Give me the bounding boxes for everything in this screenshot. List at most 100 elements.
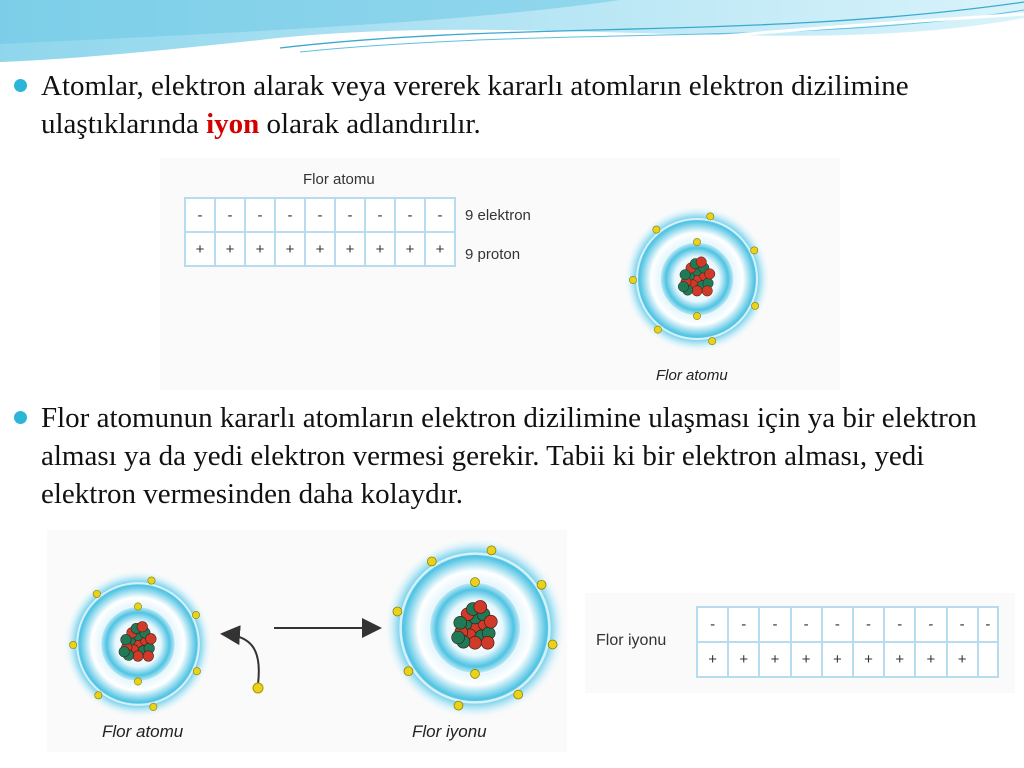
electron-cell: - <box>304 197 336 233</box>
outer-shell-ring <box>399 552 551 704</box>
header-wave-decoration <box>0 0 1024 62</box>
proton-cell: + <box>334 231 366 267</box>
electron-particle <box>192 611 200 619</box>
neutron-particle <box>453 615 468 630</box>
electron-cell: - <box>244 197 276 233</box>
table-title: Flor atomu <box>303 171 375 188</box>
charge-table-fluorine-ion: ---------- +++++++++ <box>695 606 1000 678</box>
outer-shell-ring <box>636 218 758 340</box>
electron-row: ---------- <box>695 606 1000 643</box>
ion-table-label: Flor iyonu <box>596 632 667 649</box>
proton-cell: + <box>758 641 792 678</box>
highlight-iyon: iyon <box>206 108 260 140</box>
neutron-particle <box>120 634 132 646</box>
electron-particle <box>653 325 662 334</box>
bullet1-text-end: olarak adlandırılır. <box>259 108 481 140</box>
electron-particle <box>750 246 759 255</box>
proton-particle <box>468 635 482 650</box>
neutron-particle <box>679 269 691 281</box>
proton-particle <box>704 268 716 280</box>
electron-particle <box>426 556 437 567</box>
electron-cell: - <box>820 606 854 643</box>
electron-particle <box>706 212 715 221</box>
electron-particle <box>92 589 101 598</box>
electron-particle <box>536 579 547 590</box>
electron-cell: - <box>274 197 306 233</box>
bullet-dot-icon <box>14 411 27 424</box>
neutron-particle <box>451 630 465 645</box>
bullet1-text-start: Atomlar, elektron alarak veya vererek ka… <box>41 70 909 140</box>
electron-particle <box>149 703 158 711</box>
proton-particle <box>701 285 713 297</box>
electron-cell: - <box>758 606 792 643</box>
electron-cell: - <box>394 197 426 233</box>
proton-particle <box>484 614 498 629</box>
electron-particle <box>470 577 480 587</box>
electron-particle <box>652 225 661 234</box>
electron-particle <box>69 641 78 649</box>
electron-particle <box>470 669 480 679</box>
proton-particle <box>695 256 707 268</box>
fluorine-atom-model <box>63 569 213 719</box>
bullet-text: Atomlar, elektron alarak veya vererek ka… <box>41 67 1020 143</box>
proton-cell: + <box>945 641 979 678</box>
proton-cell: + <box>727 641 761 678</box>
proton-cell: + <box>424 231 456 267</box>
electron-particle <box>147 576 156 585</box>
electron-particle <box>134 677 142 686</box>
outer-shell-ring <box>76 582 200 706</box>
proton-cell <box>976 641 1000 678</box>
proton-particle <box>691 285 703 297</box>
fluorine-atom-model <box>623 205 771 353</box>
electron-particle <box>134 602 142 611</box>
bullet-dot-icon <box>14 79 27 92</box>
electron-cell: - <box>789 606 823 643</box>
electron-row: --------- <box>184 197 456 233</box>
electron-particle <box>751 302 759 310</box>
proton-cell: + <box>304 231 336 267</box>
proton-cell: + <box>394 231 426 267</box>
electron-particle <box>486 545 497 556</box>
electron-particle <box>392 606 403 617</box>
electron-particle <box>693 312 701 320</box>
proton-particle <box>480 635 495 650</box>
electron-cell: - <box>184 197 216 233</box>
proton-row: +++++++++ <box>184 231 456 267</box>
neutron-particle <box>677 281 689 293</box>
proton-count-label: 9 proton <box>465 246 521 263</box>
electron-particle <box>708 337 717 346</box>
proton-row: +++++++++ <box>695 641 1000 678</box>
electron-particle <box>94 691 103 700</box>
fluorine-ion-model <box>383 536 567 720</box>
electron-cell: - <box>914 606 948 643</box>
electron-cell: - <box>364 197 396 233</box>
proton-cell: + <box>851 641 886 678</box>
proton-particle <box>136 621 148 633</box>
electron-cell: - <box>727 606 761 643</box>
proton-cell: + <box>214 231 246 267</box>
proton-cell: + <box>695 641 730 678</box>
electron-particle <box>629 276 637 284</box>
electron-particle <box>547 639 558 650</box>
electron-cell: - <box>945 606 979 643</box>
proton-particle <box>473 600 488 614</box>
electron-cell: - <box>695 606 730 643</box>
proton-cell: + <box>820 641 854 678</box>
proton-cell: + <box>364 231 396 267</box>
proton-particle <box>142 650 154 662</box>
neutron-particle <box>118 646 130 658</box>
electron-cell: - <box>883 606 917 643</box>
proton-cell: + <box>789 641 823 678</box>
electron-count-label: 9 elektron <box>465 207 531 224</box>
proton-particle <box>132 650 144 662</box>
atom-caption: Flor atomu <box>656 367 728 384</box>
ion-caption: Flor iyonu <box>412 722 487 741</box>
electron-particle <box>693 238 701 246</box>
electron-particle <box>453 700 464 711</box>
electron-particle <box>513 689 524 700</box>
charge-table-fluorine-atom: --------- +++++++++ <box>184 197 456 267</box>
electron-cell: - <box>334 197 366 233</box>
atom-caption: Flor atomu <box>102 722 184 741</box>
bullet-text: Flor atomunun kararlı atomların elektron… <box>41 402 977 510</box>
electron-cell: - <box>976 606 1000 643</box>
